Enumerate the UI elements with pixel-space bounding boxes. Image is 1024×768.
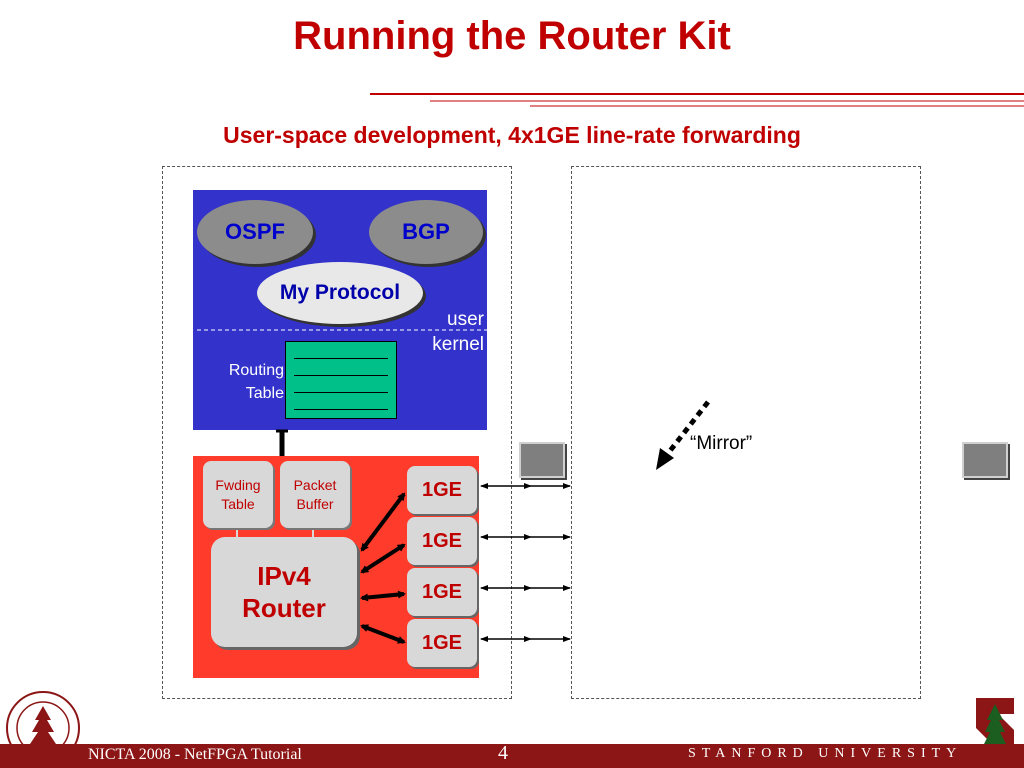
kernel-space-label: kernel [432,334,484,355]
routing-table-row [294,392,388,393]
port-1ge-4: 1GE [407,619,477,667]
fwding-table-box: Fwding Table [203,461,273,528]
router-port3-arrow [360,590,406,602]
left-port-block [519,442,565,478]
mirror-dashed-frame [571,166,921,699]
right-port-block [962,442,1008,478]
kernel-hardware-link [276,429,288,458]
footer-page-number: 4 [498,742,508,764]
my-protocol-label: My Protocol [279,281,401,304]
user-kernel-divider [197,329,487,331]
slide-subtitle: User-space development, 4x1GE line-rate … [223,122,801,148]
footer-bar [0,744,1024,768]
port-1ge-3-label: 1GE [421,580,463,603]
fwding-table-line2: Table [221,495,255,512]
ipv4-router-box: IPv4 Router [211,537,357,647]
routing-table [285,341,397,419]
ospf-protocol: OSPF [197,200,313,264]
host-dashed-frame [162,166,512,699]
port-1ge-1-label: 1GE [421,478,463,501]
mirror-dotted-arrow [664,400,710,458]
routing-table-row [294,409,388,410]
bgp-label: BGP [402,219,450,244]
mirror-arrow-head [656,448,674,470]
ipv4-router-line2: Router [242,593,326,623]
fwding-table-line1: Fwding [215,476,261,493]
footer-university-label: STANFORD UNIVERSITY [688,746,963,761]
routing-table-label: Routing Table [200,359,284,405]
packet-buffer-box: Packet Buffer [280,461,350,528]
user-space-label: user [447,309,484,330]
footer-event-label: NICTA 2008 - NetFPGA Tutorial [88,746,302,763]
routing-table-row [294,358,388,359]
port-1ge-2: 1GE [407,517,477,565]
port-1ge-4-label: 1GE [421,631,463,654]
slide-title: Running the Router Kit [293,14,731,58]
bgp-protocol: BGP [369,200,483,264]
routing-table-label-line2: Table [245,385,284,402]
ipv4-router-line1: IPv4 [257,561,311,591]
port-1ge-2-label: 1GE [421,529,463,552]
router-port2-arrow [360,543,406,574]
router-port1-arrow [360,492,406,552]
packet-buffer-line2: Buffer [296,495,334,512]
title-underline-decoration [370,93,1024,107]
routing-table-row [294,375,388,376]
packet-buffer-line1: Packet [293,476,337,493]
ospf-label: OSPF [225,219,285,244]
port-1ge-3: 1GE [407,568,477,616]
router-port4-arrow [360,624,406,644]
mirror-label: “Mirror” [690,433,753,454]
routing-table-label-line1: Routing [228,362,284,379]
my-protocol: My Protocol [257,262,423,324]
port-1ge-1: 1GE [407,466,477,514]
